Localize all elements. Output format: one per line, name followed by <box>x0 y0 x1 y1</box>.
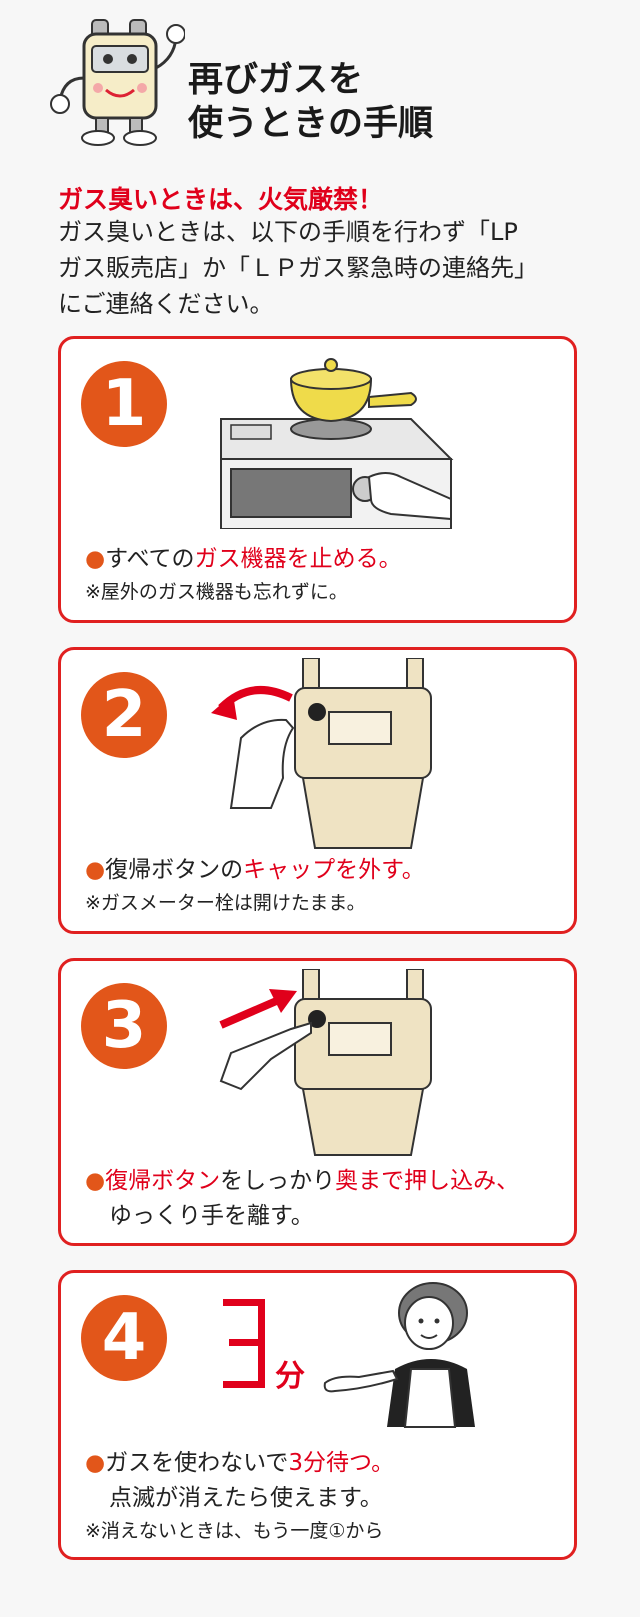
warning-heading: ガス臭いときは、火気厳禁！ <box>58 185 384 214</box>
step-4-instruction-line-2: 点滅が消えたら使えます。 <box>109 1485 383 1511</box>
bullet-dot: ● <box>85 1450 106 1476</box>
warning-line-1: ガス臭いときは、以下の手順を行わず「LP <box>58 218 518 246</box>
step-1-text: すべての <box>105 546 195 572</box>
step-3-card: 3 ●復帰ボタンをしっかり奥まで押し込み、 ゆっくり手を離す。 <box>58 958 577 1246</box>
step-3-emphasis-1: 復帰ボタン <box>105 1168 221 1194</box>
step-4-text: ガスを使わないで <box>105 1450 289 1476</box>
title-line-2: 使うときの手順 <box>188 104 434 144</box>
step-3-emphasis-2: 奥まで押し込み、 <box>335 1168 520 1194</box>
step-4-instruction: ●ガスを使わないで3分待つ。 <box>85 1448 394 1478</box>
step-2-text: 復帰ボタンの <box>105 857 244 883</box>
button-press-illustration-icon <box>219 969 432 1156</box>
step-3-number-badge: 3 <box>81 983 167 1069</box>
page-title: 再びガスを 使うときの手順 <box>188 58 433 146</box>
step-4-card: 4 分 ●ガスを使わないで3分待つ。 点滅が消えたら使えます。 ※消えないときは… <box>58 1270 577 1560</box>
step-2-note: ※ガスメーター栓は開けたまま。 <box>85 892 366 914</box>
bullet-dot: ● <box>85 857 106 883</box>
step-1-note: ※屋外のガス機器も忘れずに。 <box>85 581 348 603</box>
bullet-dot: ● <box>85 1168 106 1194</box>
step-4-number-badge: 4 <box>81 1295 167 1381</box>
minutes-unit: 分 <box>275 1359 305 1394</box>
stove-illustration-icon <box>220 358 454 529</box>
woman-illustration-icon <box>323 1282 475 1428</box>
bullet-dot: ● <box>85 546 106 572</box>
step-1-card: 1 ●すべてのガス機器を止める。 ※屋外のガス機器も忘れずに。 <box>58 336 577 623</box>
step-1-number-badge: 1 <box>81 361 167 447</box>
step-4-note: ※消えないときは、もう一度①から <box>85 1520 384 1542</box>
warning-line-3: にご連絡ください。 <box>58 290 274 318</box>
step-2-card: 2 ●復帰ボタンのキャップを外す。 ※ガスメーター栓は開けたまま。 <box>58 647 577 934</box>
step-3-instruction-line-2: ゆっくり手を離す。 <box>109 1203 314 1229</box>
step-2-instruction: ●復帰ボタンのキャップを外す。 <box>85 855 425 885</box>
title-line-1: 再びガスを <box>188 60 364 100</box>
warning-line-2: ガス販売店」か「ＬＰガス緊急時の連絡先」 <box>58 254 538 282</box>
step-3-instruction: ●復帰ボタンをしっかり奥まで押し込み、 <box>85 1166 519 1196</box>
step-1-instruction: ●すべてのガス機器を止める。 <box>85 544 402 574</box>
step-2-number-badge: 2 <box>81 672 167 758</box>
gas-meter-mascot-icon <box>50 19 185 146</box>
seven-segment-digit-icon <box>223 1299 265 1388</box>
step-3-text: をしっかり <box>220 1168 336 1194</box>
step-4-emphasis: 3分待つ。 <box>288 1450 395 1476</box>
warning-body: ガス臭いときは、以下の手順を行わず「LP ガス販売店」か「ＬＰガス緊急時の連絡先… <box>58 214 598 322</box>
cap-removal-illustration-icon <box>211 658 432 849</box>
step-1-emphasis: ガス機器を止める。 <box>194 546 402 572</box>
step-2-emphasis: キャップを外す。 <box>243 857 425 883</box>
